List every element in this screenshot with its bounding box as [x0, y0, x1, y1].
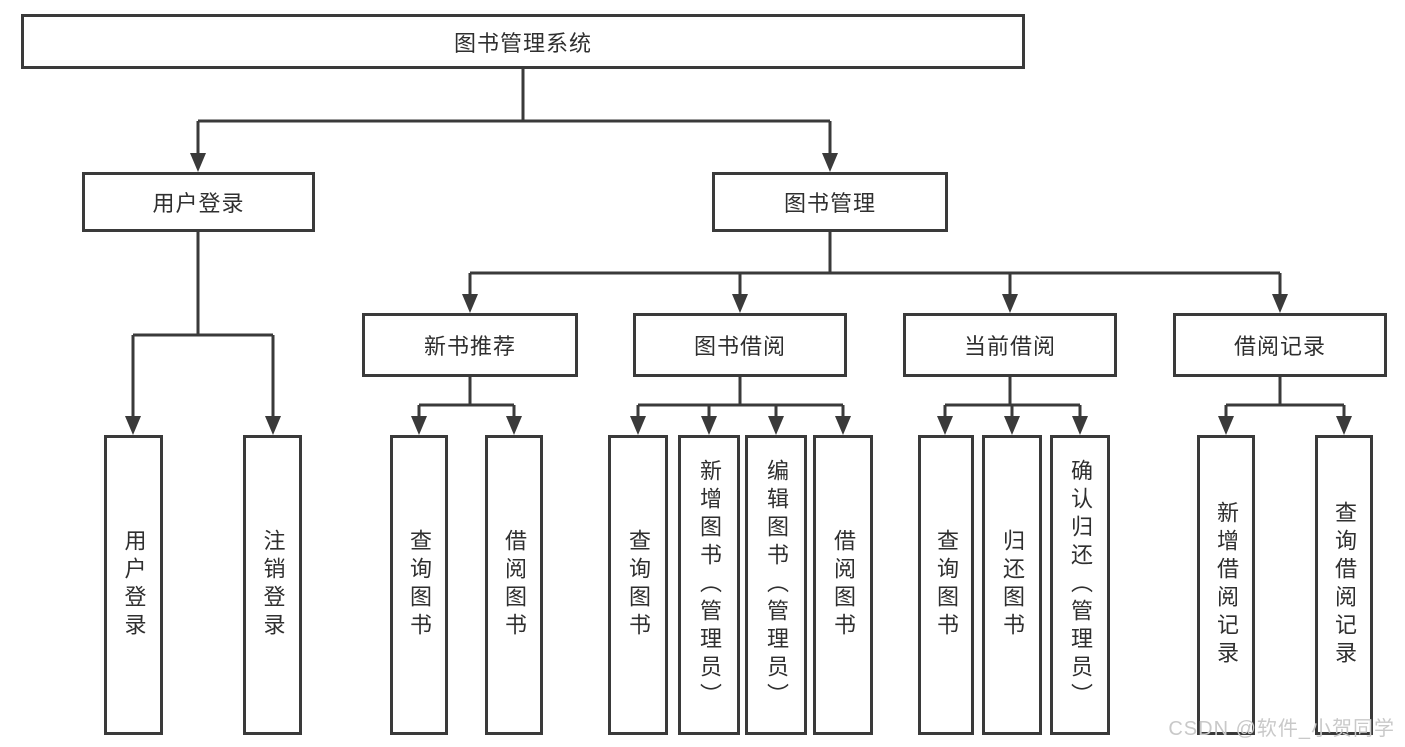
- leaf-logout: 注销登录: [243, 435, 302, 735]
- node-user-login: 用户登录: [82, 172, 315, 232]
- node-label: 查询图书: [934, 529, 959, 641]
- arrow-down-icon: [265, 416, 281, 435]
- arrow-down-icon: [822, 153, 838, 172]
- arrow-down-icon: [1272, 294, 1288, 313]
- arrow-down-icon: [1336, 416, 1352, 435]
- leaf-borrow-books: 借阅图书: [813, 435, 873, 735]
- node-book-management: 图书管理: [712, 172, 948, 232]
- leaf-add-books-admin: 新增图书（管理员）: [678, 435, 740, 735]
- arrow-down-icon: [1002, 294, 1018, 313]
- leaf-confirm-return-admin: 确认归还（管理员）: [1050, 435, 1110, 735]
- node-label: 图书管理系统: [453, 30, 592, 56]
- node-label: 借阅图书: [502, 529, 527, 641]
- node-label: 编辑图书（管理员）: [764, 459, 789, 711]
- arrow-down-icon: [1004, 416, 1020, 435]
- arrow-down-icon: [1072, 416, 1088, 435]
- node-label: 用户登录: [121, 529, 147, 641]
- arrow-down-icon: [630, 416, 646, 435]
- node-label: 确认归还（管理员）: [1068, 459, 1093, 711]
- arrow-down-icon: [506, 416, 522, 435]
- node-label: 新书推荐: [423, 334, 516, 359]
- arrow-down-icon: [768, 416, 784, 435]
- leaf-query-books-borrow: 查询图书: [608, 435, 668, 735]
- arrow-down-icon: [1218, 416, 1234, 435]
- leaf-query-books-recommend: 查询图书: [390, 435, 448, 735]
- node-label: 查询借阅记录: [1332, 501, 1357, 669]
- node-book-borrow: 图书借阅: [633, 313, 847, 377]
- arrow-down-icon: [125, 416, 141, 435]
- node-current-borrow: 当前借阅: [903, 313, 1117, 377]
- node-label: 用户登录: [152, 191, 245, 216]
- node-label: 归还图书: [1000, 529, 1025, 641]
- leaf-query-books-current: 查询图书: [918, 435, 974, 735]
- node-label: 借阅图书: [831, 529, 856, 641]
- arrow-down-icon: [411, 416, 427, 435]
- arrow-down-icon: [732, 294, 748, 313]
- leaf-add-borrow-record: 新增借阅记录: [1197, 435, 1255, 735]
- arrow-down-icon: [462, 294, 478, 313]
- node-label: 当前借阅: [963, 334, 1056, 359]
- arrow-down-icon: [835, 416, 851, 435]
- leaf-edit-books-admin: 编辑图书（管理员）: [745, 435, 807, 735]
- node-label: 图书借阅: [693, 334, 786, 359]
- leaf-user-login: 用户登录: [104, 435, 163, 735]
- node-label: 图书管理: [783, 191, 876, 216]
- node-root-system: 图书管理系统: [21, 14, 1025, 69]
- leaf-borrow-books-recommend: 借阅图书: [485, 435, 543, 735]
- node-label: 借阅记录: [1233, 334, 1326, 359]
- leaf-return-books: 归还图书: [982, 435, 1042, 735]
- node-new-book-recommend: 新书推荐: [362, 313, 578, 377]
- node-label: 查询图书: [626, 529, 651, 641]
- node-label: 新增图书（管理员）: [697, 459, 722, 711]
- arrow-down-icon: [190, 153, 206, 172]
- node-label: 查询图书: [407, 529, 432, 641]
- leaf-query-borrow-record: 查询借阅记录: [1315, 435, 1373, 735]
- node-borrow-records: 借阅记录: [1173, 313, 1387, 377]
- csdn-watermark: CSDN @软件_小贺同学: [1168, 718, 1395, 740]
- arrow-down-icon: [701, 416, 717, 435]
- node-label: 新增借阅记录: [1214, 501, 1239, 669]
- arrow-down-icon: [937, 416, 953, 435]
- node-label: 注销登录: [260, 529, 286, 641]
